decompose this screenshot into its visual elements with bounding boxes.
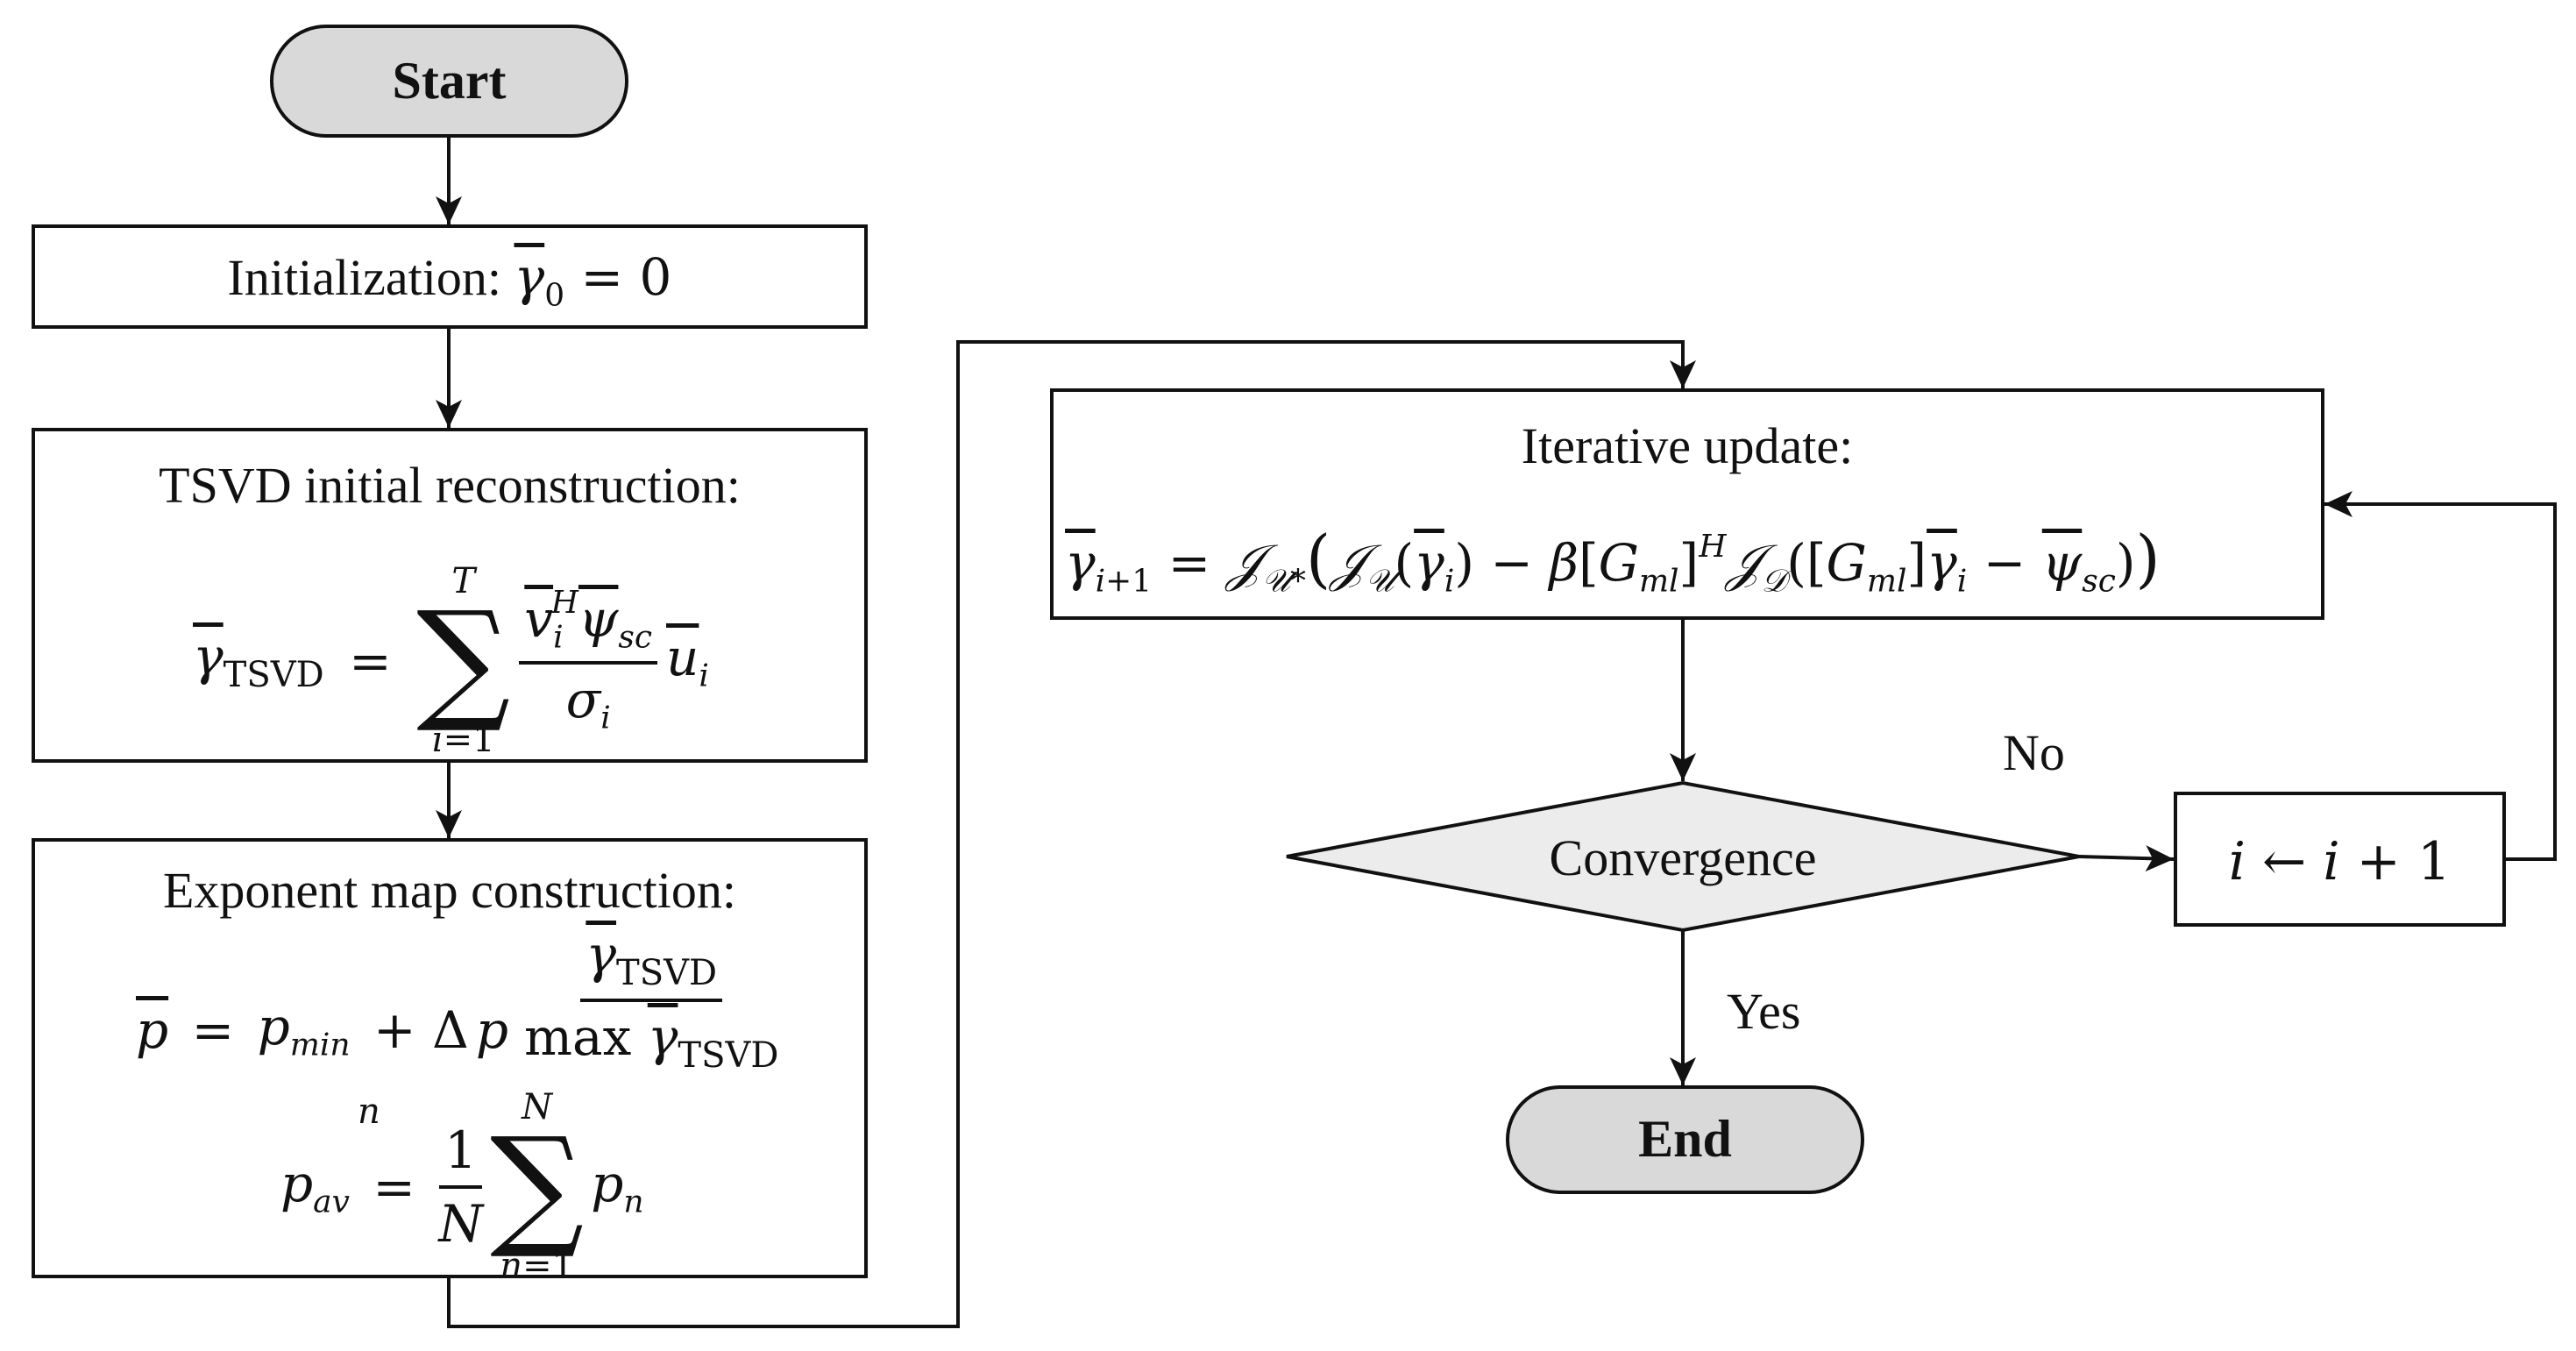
edge-increment-to-update (2324, 491, 2557, 861)
edge-exponent-to-update (447, 340, 1696, 1328)
end-label: End (1638, 1110, 1732, 1168)
initialization-prefix: Initialization: (227, 249, 514, 306)
initialization-box (32, 224, 868, 329)
update-title: Iterative update: (1521, 417, 1854, 474)
exponent-title: Exponent map construction: (163, 862, 736, 919)
iterative-update-box (1050, 388, 2324, 620)
tsvd-box (32, 428, 868, 763)
edge-label-no: No (2003, 724, 2065, 781)
convergence-label: Convergence (1549, 829, 1817, 886)
initialization-text: Initialization: γ0 = 0 (33, 247, 866, 314)
edge-convergence-no (2078, 845, 2175, 872)
exponent-map-box (32, 838, 868, 1278)
tsvd-title: TSVD initial reconstruction: (159, 457, 741, 514)
increment-formula: i ← i + 1 (2228, 831, 2452, 892)
increment-box (2174, 792, 2506, 927)
initialization-formula: γ0 = 0 (514, 247, 672, 314)
update-formula: γi+1 = 𝒥𝒰*(𝒥𝒰(γi) − β[Gml]H𝒥𝒟([Gml]γi − … (1065, 522, 2161, 600)
end-terminal (1506, 1085, 1864, 1194)
edge-label-yes: Yes (1727, 983, 1801, 1040)
start-label: Start (392, 52, 507, 110)
